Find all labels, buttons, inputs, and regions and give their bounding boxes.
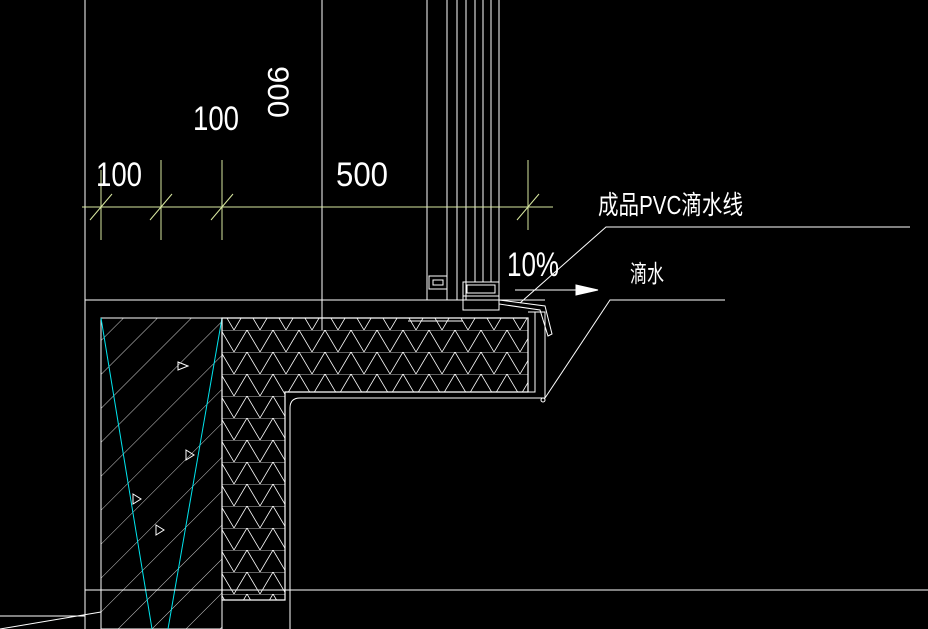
wall-accent-line	[167, 317, 223, 629]
slope-label: 10%	[507, 246, 559, 284]
drip-label: 滴水	[630, 261, 664, 288]
finish-layer	[84, 300, 928, 629]
dimension-line	[82, 160, 553, 240]
dimension-left-100-label: 100	[96, 156, 142, 194]
wall-accent-line	[100, 317, 153, 629]
dimension-top-100-label: 100	[193, 100, 239, 138]
bottom-detail-lines	[0, 611, 102, 629]
dimension-900-label: 900	[261, 66, 294, 118]
extension-lines	[84, 0, 500, 330]
concrete-wall	[100, 317, 223, 629]
dimension-500-label: 500	[336, 156, 388, 194]
leader-lines	[519, 226, 910, 399]
pvc-drip-line-label: 成品PVC滴水线	[598, 190, 743, 220]
pvc-drip-profile	[498, 299, 553, 403]
slope-arrow	[515, 284, 599, 296]
